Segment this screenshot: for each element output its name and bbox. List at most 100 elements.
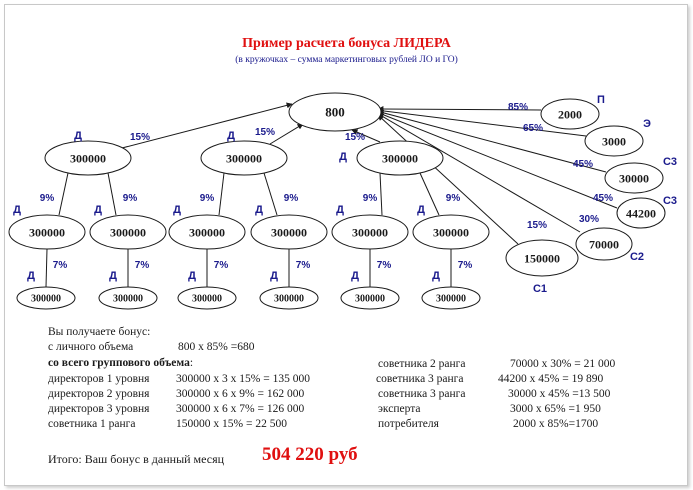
calc-left-label-3: директоров 3 уровня bbox=[48, 403, 150, 415]
level3-node-2: 300000 bbox=[98, 286, 158, 310]
level3-node-3-value: 300000 bbox=[192, 294, 222, 305]
right-node-3: 30000 bbox=[604, 162, 664, 194]
edge-l2-4 bbox=[263, 172, 278, 216]
calc-group-heading-wrap: со всего группового объема: bbox=[48, 357, 193, 369]
edge-l1-3 bbox=[351, 129, 381, 143]
calc-left-value-3: 300000 х 6 х 7% = 126 000 bbox=[176, 403, 305, 415]
calc-personal-value: 800 х 85% =680 bbox=[178, 341, 255, 353]
calc-right-label-5: потребителя bbox=[378, 418, 439, 430]
level1-role-2: Д bbox=[227, 130, 235, 142]
edge-right-2 bbox=[377, 107, 587, 137]
level2-pct-4: 9% bbox=[284, 193, 299, 204]
level1-pct-2: 15% bbox=[255, 127, 275, 138]
level1-pct-3: 15% bbox=[345, 132, 365, 143]
level2-node-1-value: 300000 bbox=[29, 225, 65, 239]
page-title: Пример расчета бонуса ЛИДЕРА bbox=[242, 36, 451, 51]
right-pct-4: 45% bbox=[593, 193, 613, 204]
level3-node-1-shape bbox=[16, 286, 76, 310]
edge-right-5 bbox=[377, 113, 581, 233]
level3-pct-4: 7% bbox=[296, 260, 311, 271]
calc-right-value-4: 3000 х 65% =1 950 bbox=[510, 403, 601, 415]
level3-node-3: 300000 bbox=[177, 286, 237, 310]
edge-right-4 bbox=[377, 111, 618, 209]
level1-node-2-shape bbox=[200, 140, 288, 176]
level3-pct-3: 7% bbox=[214, 260, 229, 271]
level3-role-5: Д bbox=[351, 270, 359, 282]
page-subtitle: (в кружочках – сумма маркетинговых рубле… bbox=[235, 55, 458, 65]
level2-role-6: Д bbox=[417, 204, 425, 216]
level3-node-1: 300000 bbox=[16, 286, 76, 310]
calc-right-label-3: советника 3 ранга bbox=[378, 388, 466, 400]
calc-left-label-2: директоров 2 уровня bbox=[48, 388, 150, 400]
leader-node-value: 800 bbox=[325, 105, 345, 120]
right-pct-2: 65% bbox=[523, 123, 543, 134]
calc-personal-label: с личного объема bbox=[48, 341, 134, 353]
level3-node-5: 300000 bbox=[340, 286, 400, 310]
level3-node-5-shape bbox=[340, 286, 400, 310]
level2-node-2-shape bbox=[89, 214, 167, 250]
level2-role-1: Д bbox=[13, 204, 21, 216]
right-pct-5: 30% bbox=[579, 214, 599, 225]
calc-right-value-5: 2000 х 85%=1700 bbox=[513, 418, 599, 430]
level2-node-3-value: 300000 bbox=[189, 225, 225, 239]
level2-role-5: Д bbox=[336, 204, 344, 216]
right-node-4-value: 44200 bbox=[626, 206, 656, 220]
level3-role-2: Д bbox=[109, 270, 117, 282]
leader-node: 800 bbox=[288, 92, 382, 132]
right-node-1: 2000 bbox=[540, 98, 600, 130]
calc-left-value-2: 300000 х 6 х 9% = 162 000 bbox=[176, 388, 305, 400]
edge-l1-2 bbox=[269, 123, 304, 145]
calc-right-label-1: советника 2 ранга bbox=[378, 358, 466, 370]
level2-node-4: 300000 bbox=[250, 214, 328, 250]
calc-right-label-2: советника 3 ранга bbox=[376, 373, 464, 385]
level1-node-3-shape bbox=[356, 140, 444, 176]
level2-node-6-shape bbox=[412, 214, 490, 250]
level2-pct-3: 9% bbox=[200, 193, 215, 204]
level2-node-2: 300000 bbox=[89, 214, 167, 250]
edge-l2-6 bbox=[419, 172, 440, 216]
level3-pct-1: 7% bbox=[53, 260, 68, 271]
right-node-5-value: 70000 bbox=[589, 237, 619, 251]
level2-node-3: 300000 bbox=[168, 214, 246, 250]
level1-node-1: 300000 bbox=[44, 140, 132, 176]
level3-node-5-value: 300000 bbox=[355, 294, 385, 305]
level2-node-6-value: 300000 bbox=[433, 225, 469, 239]
total-label: Итого: Ваш бонус в данный месяц bbox=[48, 452, 225, 466]
right-node-4-shape bbox=[616, 197, 666, 229]
edge-l3-1 bbox=[45, 248, 48, 288]
level2-node-1: 300000 bbox=[8, 214, 86, 250]
right-role-2: Э bbox=[643, 118, 651, 130]
level2-node-2-value: 300000 bbox=[110, 225, 146, 239]
level2-role-3: Д bbox=[173, 204, 181, 216]
level3-node-6: 300000 bbox=[421, 286, 481, 310]
right-node-1-shape bbox=[540, 98, 600, 130]
right-node-4: 44200 bbox=[616, 197, 666, 229]
calc-left-label-1: директоров 1 уровня bbox=[48, 373, 150, 385]
level2-node-4-shape bbox=[250, 214, 328, 250]
level1-node-2-value: 300000 bbox=[226, 151, 262, 165]
level3-node-6-shape bbox=[421, 286, 481, 310]
level1-node-3-value: 300000 bbox=[382, 151, 418, 165]
level1-node-1-value: 300000 bbox=[70, 151, 106, 165]
right-role-5: С2 bbox=[630, 251, 644, 263]
level2-node-6: 300000 bbox=[412, 214, 490, 250]
level2-node-5-shape bbox=[331, 214, 409, 250]
level1-node-3: 300000 bbox=[356, 140, 444, 176]
edge-l1-1 bbox=[121, 102, 293, 149]
level1-node-1-shape bbox=[44, 140, 132, 176]
edge-right-3 bbox=[377, 109, 607, 173]
level1-node-2: 300000 bbox=[200, 140, 288, 176]
calc-group-colon: : bbox=[189, 357, 194, 369]
level2-node-3-shape bbox=[168, 214, 246, 250]
right-role-4: С3 bbox=[663, 195, 677, 207]
edge-right-6 bbox=[377, 114, 519, 245]
right-node-6: 150000 bbox=[505, 239, 579, 277]
total-value: 504 220 руб bbox=[262, 444, 358, 465]
level3-pct-6: 7% bbox=[458, 260, 473, 271]
right-node-2: 3000 bbox=[584, 125, 644, 157]
level3-node-2-value: 300000 bbox=[113, 294, 143, 305]
edge-l2-1 bbox=[58, 172, 69, 216]
right-node-5-shape bbox=[575, 227, 633, 261]
calc-right-value-3: 30000 х 45% =13 500 bbox=[508, 388, 611, 400]
level2-pct-5: 9% bbox=[363, 193, 378, 204]
